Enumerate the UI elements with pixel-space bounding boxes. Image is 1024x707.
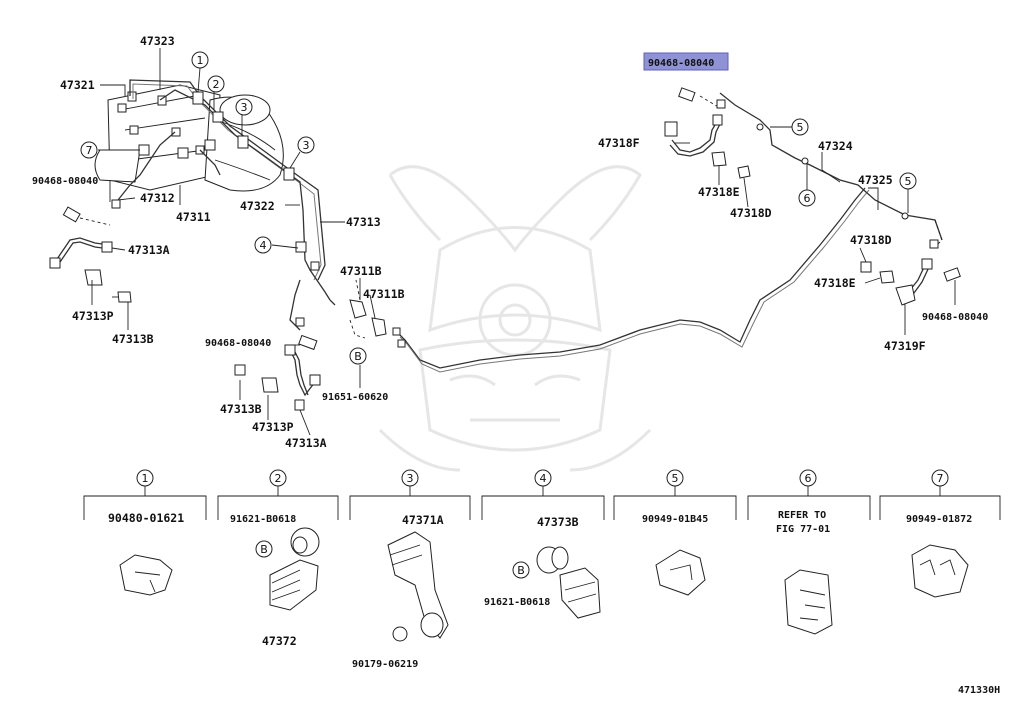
detail-label-fig-77-01[interactable]: FIG 77-01 <box>776 524 830 535</box>
label-layer: 47323 47321 90468-08040 47312 47311 4731… <box>32 34 988 450</box>
part-label-47318f[interactable]: 47318F <box>598 136 640 150</box>
detail-label-90480-01621[interactable]: 90480-01621 <box>108 511 184 525</box>
detail-box-2[interactable]: 2 91621-B0618 B 47372 <box>230 469 320 648</box>
callout-5-top[interactable]: 5 <box>791 118 809 136</box>
callout-6[interactable]: 6 <box>798 189 816 207</box>
left-front-brake-hose <box>49 206 132 303</box>
rear-brake-tube-47324 <box>329 187 870 373</box>
part-label-47322[interactable]: 47322 <box>240 199 275 213</box>
svg-text:B: B <box>517 564 525 577</box>
clip-group-47311b <box>349 279 387 339</box>
callout-b-box2[interactable]: B <box>255 540 273 558</box>
part-label-47311b-2[interactable]: 47311B <box>363 287 405 301</box>
highlight-box <box>643 52 729 71</box>
part-label-90468-08040-highlighted[interactable]: 90468-08040 <box>648 58 714 69</box>
svg-text:3: 3 <box>241 101 248 114</box>
svg-text:1: 1 <box>142 472 149 485</box>
part-label-47313p-top[interactable]: 47313P <box>72 309 114 323</box>
detail-label-refer-to[interactable]: REFER TO <box>778 510 826 521</box>
part-label-47318d-top[interactable]: 47318D <box>730 206 772 220</box>
part-label-47313a-bot[interactable]: 47313A <box>285 436 327 450</box>
callout-3[interactable]: 3 <box>235 98 253 116</box>
svg-text:6: 6 <box>805 472 812 485</box>
part-label-91651-60620[interactable]: 91651-60620 <box>322 392 388 403</box>
left-master-cylinder-assembly <box>94 79 331 301</box>
detail-label-47371a[interactable]: 47371A <box>402 513 444 527</box>
right-front-brake-hose <box>234 279 321 411</box>
part-label-47313p-bot[interactable]: 47313P <box>252 420 294 434</box>
detail-label-47373b[interactable]: 47373B <box>537 515 579 529</box>
part-label-47318d-right[interactable]: 47318D <box>850 233 892 247</box>
detail-box-6[interactable]: 6 REFER TO FIG 77-01 <box>776 469 833 635</box>
detail-box-row: 1 90480-01621 2 91621-B0618 B 47372 3 47… <box>83 469 1001 670</box>
detail-label-91621-b0618-b[interactable]: 91621-B0618 <box>484 597 550 608</box>
svg-text:2: 2 <box>275 472 282 485</box>
detail-label-47372[interactable]: 47372 <box>262 634 297 648</box>
svg-text:4: 4 <box>540 472 547 485</box>
part-label-47324[interactable]: 47324 <box>818 139 853 153</box>
svg-text:4: 4 <box>260 239 267 252</box>
part-label-47321[interactable]: 47321 <box>60 78 95 92</box>
svg-text:5: 5 <box>672 472 679 485</box>
figure-code: 471330H <box>958 685 1000 696</box>
part-label-47313[interactable]: 47313 <box>346 215 381 229</box>
detail-box-3[interactable]: 3 47371A 90179-06219 <box>352 469 449 670</box>
part-label-47313b-bot[interactable]: 47313B <box>220 402 262 416</box>
watermark-samurai-helmet <box>378 165 652 472</box>
callout-layer: 1 2 3 3 7 4 B 5 6 5 <box>80 51 917 365</box>
svg-text:5: 5 <box>797 121 804 134</box>
svg-text:6: 6 <box>804 192 811 205</box>
part-label-47311b-1[interactable]: 47311B <box>340 264 382 278</box>
detail-label-90949-01872[interactable]: 90949-01872 <box>906 514 972 525</box>
part-label-47319f[interactable]: 47319F <box>884 339 926 353</box>
part-label-47323[interactable]: 47323 <box>140 34 175 48</box>
svg-text:7: 7 <box>937 472 944 485</box>
part-label-90468-08040-right[interactable]: 90468-08040 <box>922 312 988 323</box>
part-label-47313a-top[interactable]: 47313A <box>128 243 170 257</box>
svg-text:7: 7 <box>86 144 93 157</box>
svg-text:B: B <box>354 350 362 363</box>
leader-lines <box>91 48 956 436</box>
part-label-47318e-top[interactable]: 47318E <box>698 185 740 199</box>
svg-text:5: 5 <box>905 175 912 188</box>
callout-3b[interactable]: 3 <box>297 136 315 154</box>
callout-b-left[interactable]: B <box>349 347 367 365</box>
detail-label-90949-01b45[interactable]: 90949-01B45 <box>642 514 708 525</box>
callout-7[interactable]: 7 <box>80 141 98 159</box>
detail-box-1[interactable]: 1 90480-01621 <box>108 469 184 596</box>
detail-label-91621-b0618-a[interactable]: 91621-B0618 <box>230 514 296 525</box>
callout-5-right[interactable]: 5 <box>899 172 917 190</box>
detail-box-4[interactable]: 4 47373B B 91621-B0618 <box>484 469 601 619</box>
part-label-47313b-top[interactable]: 47313B <box>112 332 154 346</box>
part-label-90468-08040-mid[interactable]: 90468-08040 <box>205 338 271 349</box>
detail-label-90179-06219[interactable]: 90179-06219 <box>352 659 418 670</box>
part-label-90468-08040-left[interactable]: 90468-08040 <box>32 176 98 187</box>
detail-box-7[interactable]: 7 90949-01872 <box>906 469 972 598</box>
part-label-47311[interactable]: 47311 <box>176 210 211 224</box>
svg-text:2: 2 <box>213 78 220 91</box>
callout-1[interactable]: 1 <box>191 51 209 69</box>
svg-text:3: 3 <box>407 472 414 485</box>
callout-b-box4[interactable]: B <box>512 561 530 579</box>
part-label-47318e-right[interactable]: 47318E <box>814 276 856 290</box>
callout-2[interactable]: 2 <box>207 75 225 93</box>
svg-text:3: 3 <box>303 139 310 152</box>
detail-box-5[interactable]: 5 90949-01B45 <box>642 469 708 596</box>
svg-text:1: 1 <box>197 54 204 67</box>
part-label-47312[interactable]: 47312 <box>140 191 175 205</box>
part-label-47325[interactable]: 47325 <box>858 173 893 187</box>
callout-4[interactable]: 4 <box>254 236 272 254</box>
svg-text:B: B <box>260 543 268 556</box>
rear-right-tube-assembly <box>664 87 961 306</box>
